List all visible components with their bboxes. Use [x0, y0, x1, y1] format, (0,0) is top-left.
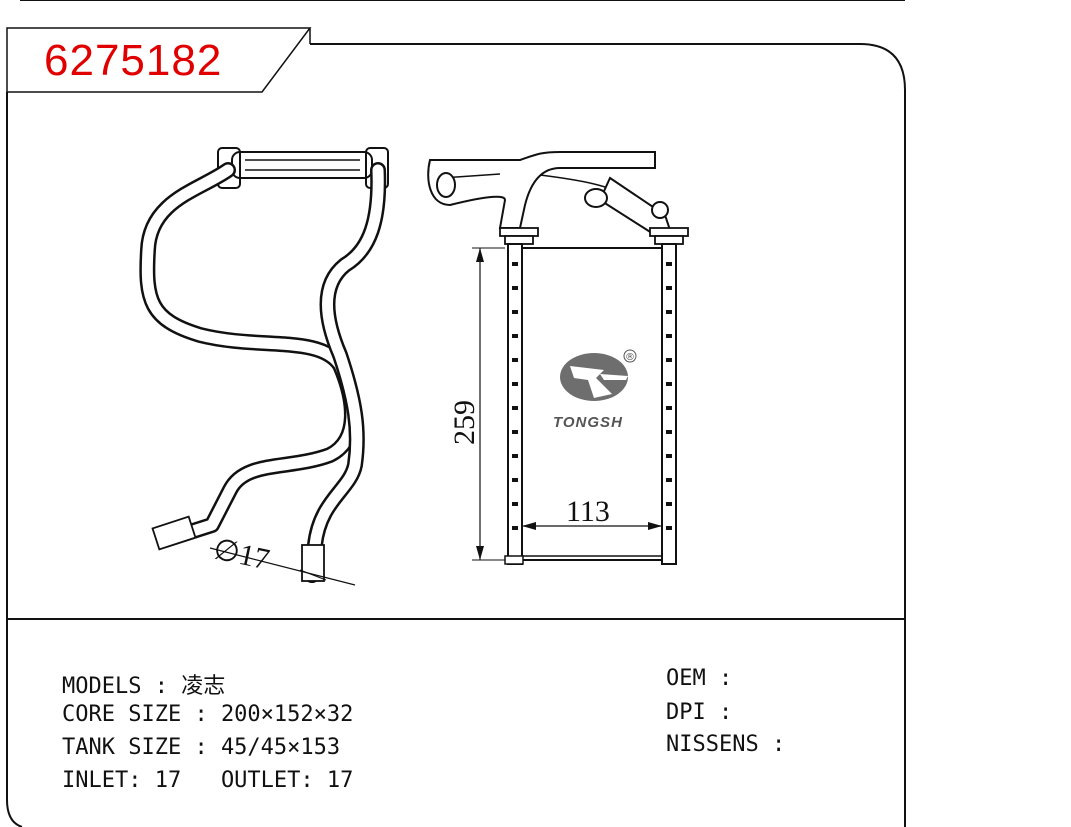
spec-oem: OEM :: [666, 666, 733, 691]
spec-tank-size: TANK SIZE : 45/45×153: [62, 735, 341, 760]
top-manifold: [427, 151, 656, 229]
spec-core-size: CORE SIZE : 200×152×32: [62, 702, 354, 727]
height-label: 259: [448, 400, 481, 445]
left-tank: [507, 243, 523, 565]
right-tank: [661, 243, 677, 565]
pipe-end-left: [436, 172, 456, 198]
part-number-tag: [6, 27, 312, 93]
frame-border: [6, 43, 906, 827]
outlet-fitting: [301, 544, 325, 582]
spec-nissens: NISSENS :: [666, 732, 786, 757]
pipe-side-view: [139, 147, 389, 586]
width-label: 113: [566, 495, 610, 528]
heater-core-front-view: [427, 151, 689, 565]
spec-inlet-outlet: INLET: 17 OUTLET: 17: [62, 768, 354, 793]
inlet-fitting: [151, 515, 197, 551]
diameter-label: ∅17: [211, 533, 273, 577]
spec-models: MODELS : 凌志: [62, 674, 226, 699]
logo-text: TONGSH: [553, 414, 623, 431]
core: [521, 247, 663, 561]
spec-dpi: DPI :: [666, 700, 733, 725]
registered-mark: ®: [625, 352, 635, 363]
part-number: 6275182: [44, 36, 223, 85]
pipe-end-right: [584, 188, 608, 208]
brand-logo: ® TONGSH: [553, 349, 637, 431]
top-bracket: [231, 151, 373, 179]
tank-notches: [512, 262, 672, 530]
